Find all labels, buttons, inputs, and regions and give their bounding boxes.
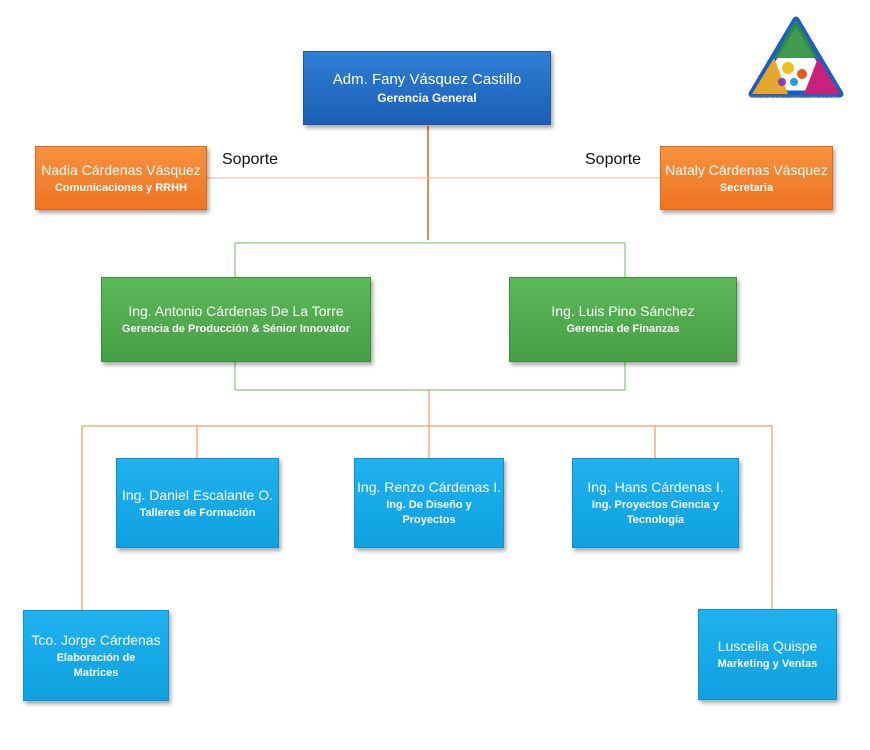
node-role: Gerencia General [377,90,477,105]
node-name: Ing. Luis Pino Sánchez [551,303,695,319]
node-role: Gerencia de Producción & Sénior Innovato… [122,323,350,335]
node-name: Nadia Cárdenas Vásquez [41,161,201,178]
node-role: Secretaria [719,181,774,194]
node-role: Comunicaciones y RRHH [54,181,188,194]
node-support-left: Nadia Cárdenas Vásquez Comunicaciones y … [35,146,207,210]
node-manager-production: Ing. Antonio Cárdenas De La Torre Gerenc… [101,277,371,362]
support-label-left: Soporte [222,151,279,168]
node-name: Ing. Hans Cárdenas I. [587,479,724,495]
connector-managers-top [234,242,626,277]
node-name: Nataly Cárdenas Vásquez [665,161,828,178]
node-staff-training: Ing. Daniel Escalante O. Talleres de For… [116,458,279,548]
node-name: Ing. Antonio Cárdenas De La Torre [128,303,344,319]
node-role: Marketing y Ventas [717,658,818,670]
node-name: Ing. Renzo Cárdenas I. [357,479,501,495]
node-role: Ing. Proyectos Ciencia y Tecnología [591,499,720,526]
node-staff-matrices: Tco. Jorge Cárdenas Elaboración de Matri… [23,610,169,701]
node-role: Gerencia de Finanzas [566,323,680,335]
support-label-right: Soporte [585,151,642,168]
node-name: Luscelia Quispe [717,638,818,654]
node-name: Adm. Fany Vásquez Castillo [332,70,522,88]
connector-managers-bottom [234,362,626,391]
node-name: Tco. Jorge Cárdenas [31,631,161,648]
company-logo [748,16,844,98]
node-name: Ing. Daniel Escalante O. [122,486,273,503]
node-staff-design: Ing. Renzo Cárdenas I. Ing. De Diseño y … [354,458,504,548]
node-role: Elaboración de Matrices [56,651,136,679]
node-role: Ing. De Diseño y Proyectos [386,499,472,526]
node-manager-finance: Ing. Luis Pino Sánchez Gerencia de Finan… [509,277,737,362]
node-support-right: Nataly Cárdenas Vásquez Secretaria [660,146,833,210]
node-role: Talleres de Formación [139,506,256,519]
node-general-manager: Adm. Fany Vásquez Castillo Gerencia Gene… [303,51,551,125]
logo-caption: INVESTIGACIÓN DESARROLLO INNOVACIÓN [750,94,836,99]
node-staff-science: Ing. Hans Cárdenas I. Ing. Proyectos Cie… [572,458,739,548]
node-staff-marketing: Luscelia Quispe Marketing y Ventas [698,609,837,700]
